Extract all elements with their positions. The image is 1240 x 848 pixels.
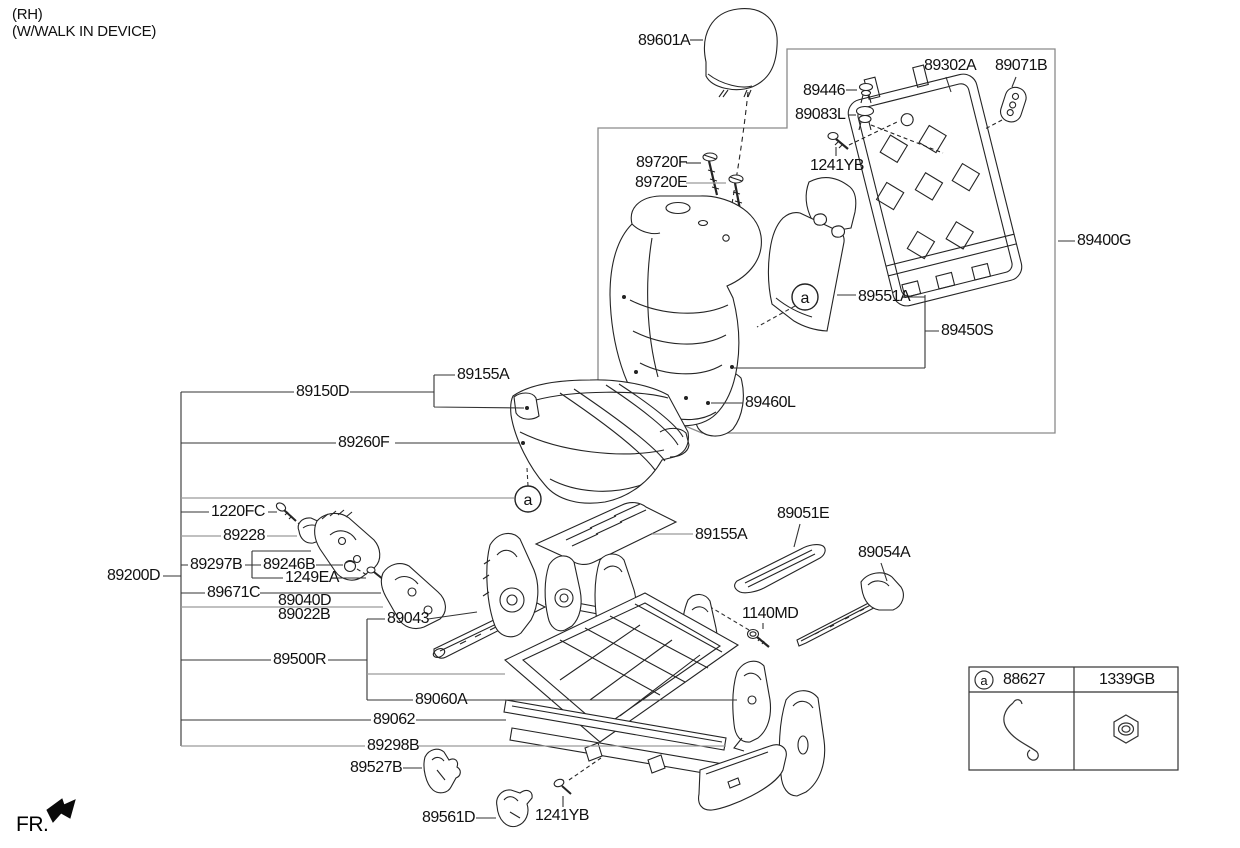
legend-part-88627: 88627	[1003, 671, 1046, 688]
clip-89083L-drawing	[855, 105, 875, 131]
part-label-89051E: 89051E	[777, 505, 830, 522]
callout-a-marker: a	[791, 283, 819, 311]
part-label-89561D: 89561D	[422, 809, 476, 826]
part-label-89450S: 89450S	[941, 322, 994, 339]
part-label-89062: 89062	[373, 711, 416, 728]
part-label-89400G: 89400G	[1077, 232, 1131, 249]
front-direction-arrow	[46, 798, 76, 823]
part-label-89446: 89446	[803, 82, 846, 99]
side-bracket-89060A-drawing	[732, 660, 772, 752]
side-shield-drawing	[778, 690, 826, 797]
part-label-89460L: 89460L	[745, 394, 796, 411]
shield-cover-drawing	[380, 563, 446, 630]
back-panel-89450S-drawing	[767, 176, 857, 332]
hook-88627-icon	[1003, 699, 1039, 761]
trim-89051E-drawing	[734, 544, 826, 594]
part-label-1140MD: 1140MD	[742, 605, 799, 622]
part-label-89022B: 89022B	[278, 606, 331, 623]
svg-text:a: a	[524, 492, 533, 509]
part-label-89246B: 89246B	[263, 556, 316, 573]
nut-1339GB-icon	[1113, 714, 1139, 744]
part-label-1241YB-bottom: 1241YB	[535, 807, 589, 824]
part-label-1249EA: 1249EA	[285, 569, 339, 586]
corner-note-line2: (W/WALK IN DEVICE)	[12, 23, 157, 40]
part-label-89302A: 89302A	[924, 57, 977, 74]
part-label-89527B: 89527B	[350, 759, 403, 776]
legend-a-marker: a	[980, 673, 988, 688]
callout-a-marker: a	[514, 485, 542, 513]
leader-dots	[521, 295, 734, 445]
front-direction-label: FR.	[16, 813, 49, 836]
part-label-89043: 89043	[387, 610, 430, 627]
seat-pad-89155A-drawing	[534, 502, 678, 565]
corner-note-line1: (RH)	[12, 6, 43, 23]
legend-a-icon	[974, 670, 994, 690]
cover-89527B-drawing	[423, 748, 461, 794]
seatback-cushion-drawing	[609, 195, 762, 437]
rail-89054A-drawing	[796, 572, 904, 647]
bolt-1140MD-drawing	[746, 628, 770, 648]
part-label-89155A-lower: 89155A	[695, 526, 748, 543]
part-label-1241YB-top: 1241YB	[810, 157, 864, 174]
part-label-89551A: 89551A	[858, 288, 911, 305]
screw-1241YB-top-drawing	[827, 131, 849, 150]
leader-lines-gray	[181, 182, 726, 747]
leader-lines	[163, 39, 1075, 819]
part-label-89601A: 89601A	[638, 32, 691, 49]
part-label-89150D: 89150D	[296, 383, 350, 400]
part-label-89720E: 89720E	[635, 174, 688, 191]
part-label-89060A: 89060A	[415, 691, 468, 708]
bracket-89297B-drawing	[314, 509, 381, 581]
part-label-89083L: 89083L	[795, 106, 846, 123]
svg-text:a: a	[801, 290, 810, 307]
part-label-89054A: 89054A	[858, 544, 911, 561]
part-label-89298B: 89298B	[367, 737, 420, 754]
legend-part-1339GB: 1339GB	[1099, 671, 1155, 688]
part-label-89671C: 89671C	[207, 584, 261, 601]
part-label-1220FC: 1220FC	[211, 503, 265, 520]
part-label-89228: 89228	[223, 527, 266, 544]
part-label-89155A-upper: 89155A	[457, 366, 510, 383]
cover-89561D-drawing	[496, 789, 533, 828]
legend-table	[968, 666, 1179, 771]
bracket-89071B-drawing	[999, 86, 1027, 123]
lower-trim-drawing	[698, 744, 787, 811]
part-label-89720F: 89720F	[636, 154, 688, 171]
knob-89246B-drawing	[343, 559, 368, 576]
part-label-89297B: 89297B	[190, 556, 243, 573]
part-label-89040D: 89040D	[278, 592, 332, 609]
seat-cushion-drawing	[510, 379, 690, 504]
part-label-89200D: 89200D	[107, 567, 161, 584]
part-label-89500R: 89500R	[273, 651, 327, 668]
screw-89720F-drawing	[702, 152, 720, 196]
screw-1241YB-bottom-drawing	[553, 757, 602, 795]
clip-89446-drawing	[858, 82, 874, 104]
part-label-89071B: 89071B	[995, 57, 1048, 74]
part-label-89260F: 89260F	[338, 434, 390, 451]
seat-frame-drawing	[503, 592, 740, 786]
